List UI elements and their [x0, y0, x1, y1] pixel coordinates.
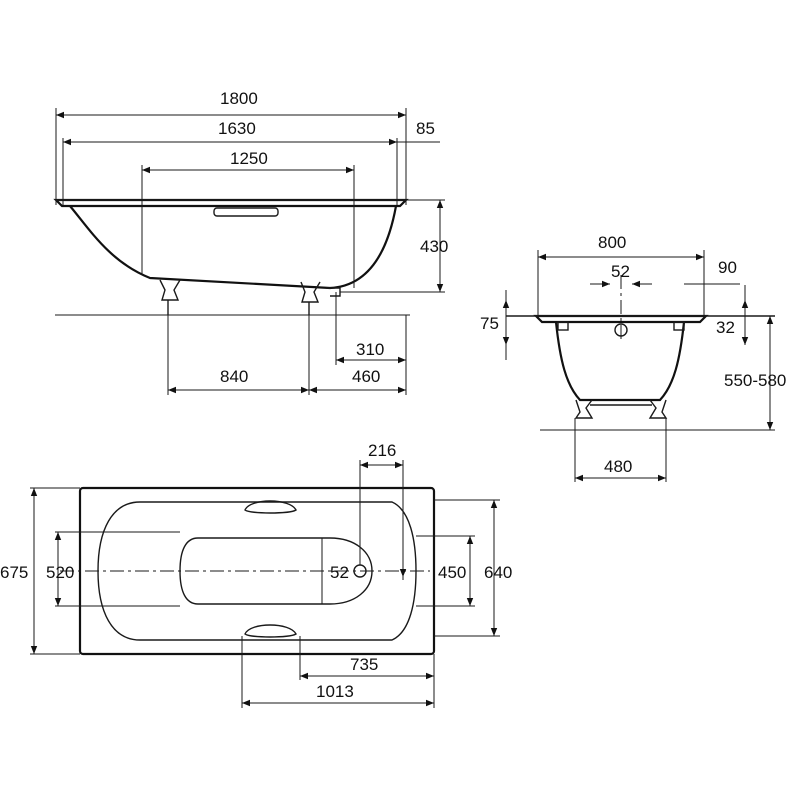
dim-end-rim-offset: 32 [716, 318, 735, 337]
dim-height: 430 [420, 237, 448, 256]
dim-drain-offset: 310 [356, 340, 384, 359]
dim-end-drain-width: 52 [611, 262, 630, 281]
dim-drain-diameter: 52 [330, 563, 349, 582]
dim-foot-offset: 460 [352, 367, 380, 386]
tub-foot-left [159, 279, 181, 315]
dim-drain-distance: 216 [368, 441, 396, 460]
side-view: 1800 1630 85 1250 430 310 840 460 [53, 89, 448, 395]
tub-foot-right [300, 281, 321, 315]
dim-bottom-width: 450 [438, 563, 466, 582]
dim-handle-distance: 735 [350, 655, 378, 674]
dim-bottom-length: 1250 [230, 149, 268, 168]
top-view: 216 675 520 52 450 640 735 1013 [0, 441, 512, 708]
dim-end-side-offset: 90 [718, 258, 737, 277]
dim-inner-width: 520 [46, 563, 74, 582]
end-view: 800 52 90 75 32 550-580 480 [480, 233, 786, 482]
dim-end-offset: 85 [416, 119, 435, 138]
dim-outer-width: 675 [0, 563, 28, 582]
dim-feet-spacing: 840 [220, 367, 248, 386]
dim-end-rim-height: 75 [480, 314, 499, 333]
dim-end-overall-width: 800 [598, 233, 626, 252]
dim-overall-width: 640 [484, 563, 512, 582]
dim-handle-to-end: 1013 [316, 682, 354, 701]
dim-end-feet-width: 480 [604, 457, 632, 476]
dim-inner-length: 1630 [218, 119, 256, 138]
dim-end-install-height: 550-580 [724, 371, 786, 390]
dim-overall-length: 1800 [220, 89, 258, 108]
